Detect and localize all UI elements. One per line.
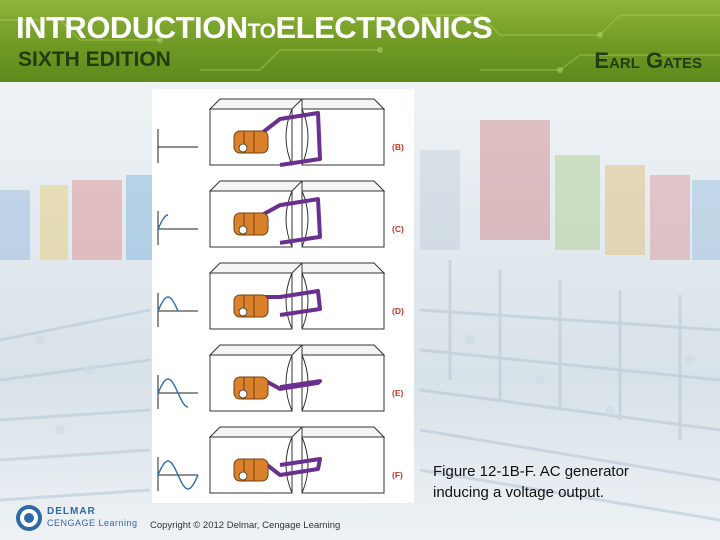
magnet-right-top — [301, 426, 386, 438]
coil-loop — [262, 289, 322, 317]
logo-line-1: DELMAR — [47, 506, 96, 517]
generator-panel: (B) — [157, 98, 404, 167]
panel-label: (F) — [392, 470, 403, 480]
author-name: Earl Gates — [594, 48, 702, 73]
header-banner: INTRODUCTIONTOELECTRONICS SIXTH EDITION … — [0, 0, 720, 82]
coil-loop — [261, 377, 322, 391]
pole-face-right — [301, 436, 309, 494]
delmar-logo-icon — [16, 505, 42, 531]
title-to: TO — [247, 20, 276, 43]
caption-line-1: Figure 12-1B-F. AC generator — [433, 463, 629, 480]
magnet-right-block — [301, 272, 385, 330]
generator-panel: (D) — [157, 262, 404, 330]
pole-face-left — [285, 108, 293, 166]
ac-generator-figure: (B) (C) (D) (E) (F) — [157, 98, 404, 494]
brush-contact — [238, 389, 248, 399]
sine-waveform — [157, 460, 199, 490]
sine-waveform — [157, 378, 189, 408]
magnet-top — [208, 180, 304, 192]
magnet-top — [208, 426, 304, 438]
brush-contact — [238, 471, 248, 481]
generator-panel: (E) — [157, 344, 404, 412]
generator-panel: (F) — [157, 426, 403, 494]
magnet-left-block — [209, 436, 293, 494]
sine-waveform — [157, 214, 168, 230]
magnet-right-top — [301, 262, 386, 274]
edition-label: SIXTH EDITION — [18, 48, 171, 71]
magnet-right-top — [301, 98, 386, 110]
background-artwork — [0, 120, 720, 522]
magnet-top — [208, 98, 304, 110]
pole-face-right — [301, 272, 309, 330]
sine-waveform — [157, 296, 179, 312]
panel-label: (B) — [392, 142, 404, 152]
coil-loop — [261, 197, 322, 245]
pole-face-left — [285, 272, 293, 330]
brush-contact — [238, 225, 248, 235]
brush-contact — [238, 307, 248, 317]
panel-label: (D) — [392, 306, 404, 316]
generator-panel: (C) — [157, 180, 404, 248]
magnet-top — [208, 262, 304, 274]
figure-panel: (B) (C) (D) (E) (F) — [152, 89, 414, 503]
logo-line-2: CENGAGE Learning — [47, 518, 138, 528]
magnet-right-block — [301, 436, 385, 494]
magnet-right-block — [301, 108, 385, 166]
magnet-right-top — [301, 344, 386, 356]
caption-line-2: inducing a voltage output. — [433, 483, 604, 501]
circuit-board-pattern — [0, 14, 720, 73]
pole-face-left — [285, 354, 293, 412]
copyright-text: Copyright © 2012 Delmar, Cengage Learnin… — [150, 520, 341, 531]
figure-caption: Figure 12-1B-F. AC generator inducing a … — [433, 462, 703, 503]
magnet-top — [208, 344, 304, 356]
magnet-right-top — [301, 180, 386, 192]
coil-loop — [260, 457, 322, 477]
brush-contact — [238, 143, 248, 153]
coil-loop — [260, 111, 322, 167]
title-end: ELECTRONICS — [275, 10, 493, 45]
panel-label: (E) — [392, 388, 404, 398]
panel-label: (C) — [392, 224, 404, 234]
book-title: INTRODUCTIONTOELECTRONICS — [16, 10, 493, 46]
pole-face-right — [301, 190, 309, 248]
title-main: INTRODUCTION — [16, 10, 248, 45]
